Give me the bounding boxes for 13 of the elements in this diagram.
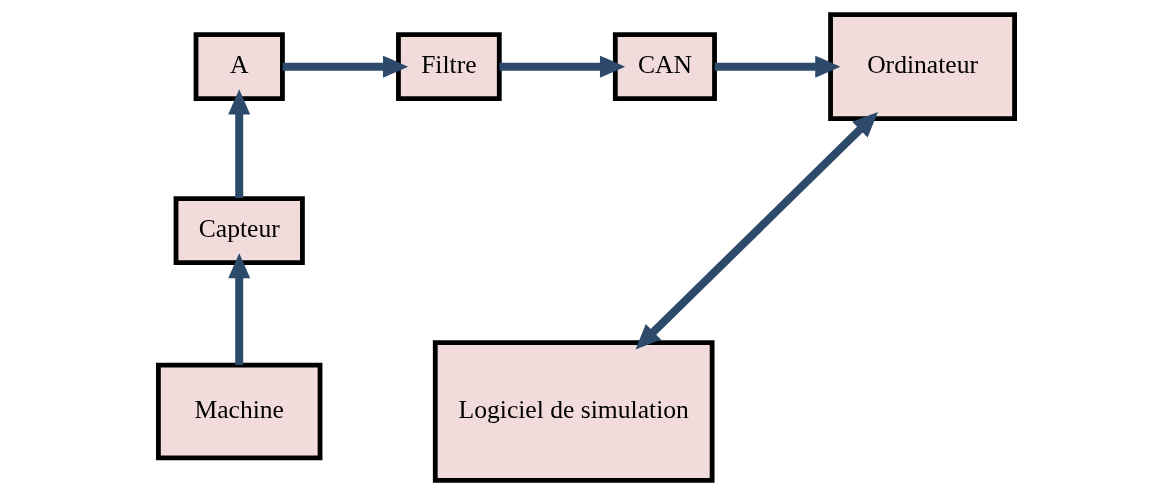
node-box: Filtre: [396, 32, 502, 102]
arrow: [228, 253, 251, 366]
arrow: [499, 55, 626, 78]
arrow: [282, 55, 409, 78]
node-box: Machine: [156, 362, 323, 461]
node-box: Capteur: [173, 196, 305, 266]
node-box: CAN: [612, 32, 717, 102]
node-box: Logiciel de simulation: [432, 340, 715, 483]
arrow: [635, 111, 878, 350]
node-box: A: [193, 32, 285, 102]
arrow: [228, 89, 251, 199]
arrow: [714, 55, 841, 78]
node-box: Ordinateur: [828, 12, 1017, 122]
